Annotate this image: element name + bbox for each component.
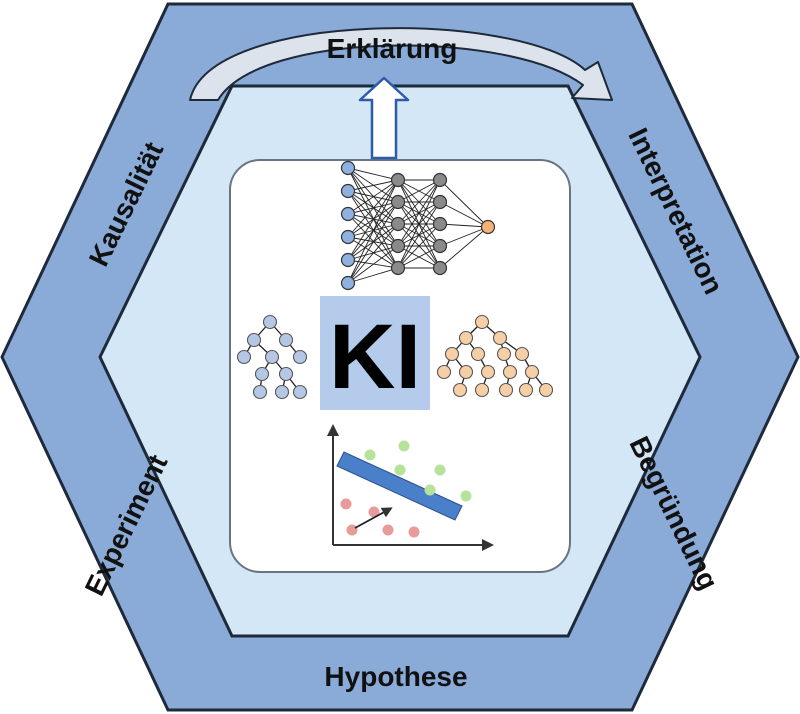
output-node bbox=[480, 219, 496, 235]
tree-node bbox=[492, 330, 508, 346]
input-node bbox=[340, 183, 356, 199]
hidden-node bbox=[390, 238, 406, 254]
cycle-arrow-icon bbox=[189, 27, 613, 101]
tree-node bbox=[480, 364, 496, 380]
hidden-node bbox=[432, 216, 448, 232]
scatter-point-green bbox=[460, 490, 472, 502]
tree-node bbox=[496, 346, 512, 362]
decision-tree-left-icon bbox=[236, 314, 308, 400]
tree-node bbox=[254, 366, 270, 382]
tree-node bbox=[458, 364, 474, 380]
tree-node bbox=[436, 364, 452, 380]
tree-node bbox=[538, 382, 554, 398]
hidden-node bbox=[390, 260, 406, 276]
separator-band bbox=[336, 451, 463, 521]
decision-tree-right-icon bbox=[436, 314, 554, 398]
svm-scatter-icon bbox=[327, 424, 494, 551]
tree-node bbox=[474, 314, 490, 330]
hidden-node bbox=[390, 194, 406, 210]
tree-node bbox=[452, 382, 468, 398]
tree-node bbox=[236, 349, 252, 365]
tree-node bbox=[444, 346, 460, 362]
scatter-point-green bbox=[424, 484, 436, 496]
hidden-node bbox=[432, 194, 448, 210]
ki-box bbox=[320, 296, 430, 410]
tree-node bbox=[278, 332, 294, 348]
tree-node bbox=[514, 346, 530, 362]
tree-node bbox=[278, 366, 294, 382]
input-node bbox=[340, 252, 356, 268]
hidden-node bbox=[390, 172, 406, 188]
tree-node bbox=[262, 314, 278, 330]
tree-node bbox=[264, 349, 280, 365]
scatter-point-red bbox=[346, 524, 358, 536]
tree-node bbox=[274, 384, 290, 400]
input-node bbox=[340, 206, 356, 222]
input-node bbox=[340, 275, 356, 291]
scatter-point-red bbox=[368, 506, 380, 518]
tree-node bbox=[292, 349, 308, 365]
tree-node bbox=[470, 346, 486, 362]
label-erklaerung: Erklärung bbox=[327, 33, 458, 64]
tree-node bbox=[502, 364, 518, 380]
input-node bbox=[340, 160, 356, 176]
tree-node bbox=[524, 364, 540, 380]
hidden-node bbox=[432, 238, 448, 254]
hidden-node bbox=[432, 260, 448, 276]
tree-node bbox=[474, 382, 490, 398]
label-hypothese: Hypothese bbox=[324, 661, 467, 692]
up-arrow-icon bbox=[358, 76, 410, 160]
tree-node bbox=[246, 332, 262, 348]
scatter-point-red bbox=[382, 524, 394, 536]
scatter-point-green bbox=[394, 464, 406, 476]
tree-node bbox=[252, 384, 268, 400]
support-vector-arrow bbox=[354, 507, 393, 529]
hidden-node bbox=[390, 216, 406, 232]
hidden-node bbox=[432, 172, 448, 188]
scatter-point-red bbox=[408, 526, 420, 538]
neural-network-icon bbox=[340, 160, 496, 291]
scatter-point-red bbox=[340, 498, 352, 510]
tree-node bbox=[518, 382, 534, 398]
tree-node bbox=[498, 382, 514, 398]
scatter-point-green bbox=[364, 449, 376, 461]
scatter-point-green bbox=[398, 440, 410, 452]
tree-node bbox=[292, 384, 308, 400]
scatter-point-green bbox=[434, 464, 446, 476]
ki-label: KI bbox=[329, 306, 421, 408]
input-node bbox=[340, 229, 356, 245]
tree-node bbox=[458, 330, 474, 346]
